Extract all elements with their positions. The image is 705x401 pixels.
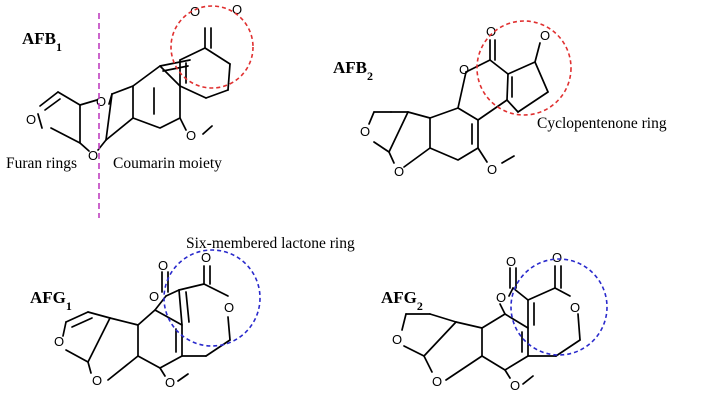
molecule-afb2: AFB2 [333,20,667,179]
cyclopentenone-label: Cyclopentenone ring [537,115,667,132]
afg1-atom-labels: O O O O O O O [54,250,234,390]
afg1-furan-oxygen: O [54,334,64,349]
afb2-atom-labels: O O O O O O [360,24,550,179]
afg2-lactone-carbonyl-oxygen: O [552,250,562,265]
furan-rings-label: Furan rings [6,155,77,172]
afb2-name: AFB2 [333,58,373,83]
molecule-afb1: AFB1 [22,2,254,163]
afb2-ether-oxygen: O [394,164,404,179]
afb2-furan-oxygen: O [360,124,370,139]
afg1-lactone-carbonyl-oxygen: O [201,250,211,265]
afb2-cyclopentenone-highlight [476,20,572,116]
afg1-name: AFG1 [30,288,72,313]
afb1-cyclopentenone-highlight [170,5,254,89]
afb2-structure [368,39,549,168]
afb1-furan-oxygen: O [26,112,36,127]
afg2-ether-oxygen: O [432,374,442,389]
afg1-lactone-highlight [163,249,261,347]
afb1-methoxy-oxygen: O [186,128,196,143]
afg1-carbonyl-oxygen: O [158,258,168,273]
afb1-ring-oxygen: O [96,94,106,109]
afb1-ketone-oxygen: O [232,2,242,17]
afg2-atom-labels: O O O O O O O [392,250,580,393]
coumarin-moiety-label: Coumarin moiety [113,155,222,172]
afb1-ether-oxygen: O [88,148,98,163]
afg1-lactone-ring-oxygen: O [224,300,234,315]
lactone-ring-label: Six-membered lactone ring [186,235,355,252]
afg1-ether-oxygen: O [92,373,102,388]
afb1-structure [37,27,231,152]
molecule-afg2: AFG2 [381,250,608,393]
molecule-afg1: AFG1 [30,249,261,390]
afg2-furan-oxygen: O [392,332,402,347]
afb2-ring-oxygen: O [459,62,469,77]
afg2-ring-oxygen: O [496,290,506,305]
afg2-lactone-highlight [510,258,608,356]
afg2-carbonyl-oxygen: O [506,254,516,269]
afb1-name: AFB1 [22,29,62,54]
afb2-carbonyl-oxygen: O [486,24,496,39]
afg1-structure [62,265,231,382]
afg1-ring-oxygen: O [149,289,159,304]
afg2-methoxy-oxygen: O [510,378,520,393]
afb1-atom-labels: O O O O O O [26,2,242,163]
afb1-carbonyl-oxygen: O [190,4,200,19]
afg2-lactone-ring-oxygen: O [570,300,580,315]
afg1-methoxy-oxygen: O [165,375,175,390]
afg2-structure [401,265,581,385]
afb2-ketone-oxygen: O [540,28,550,43]
afb2-methoxy-oxygen: O [487,162,497,177]
afg2-name: AFG2 [381,288,423,313]
